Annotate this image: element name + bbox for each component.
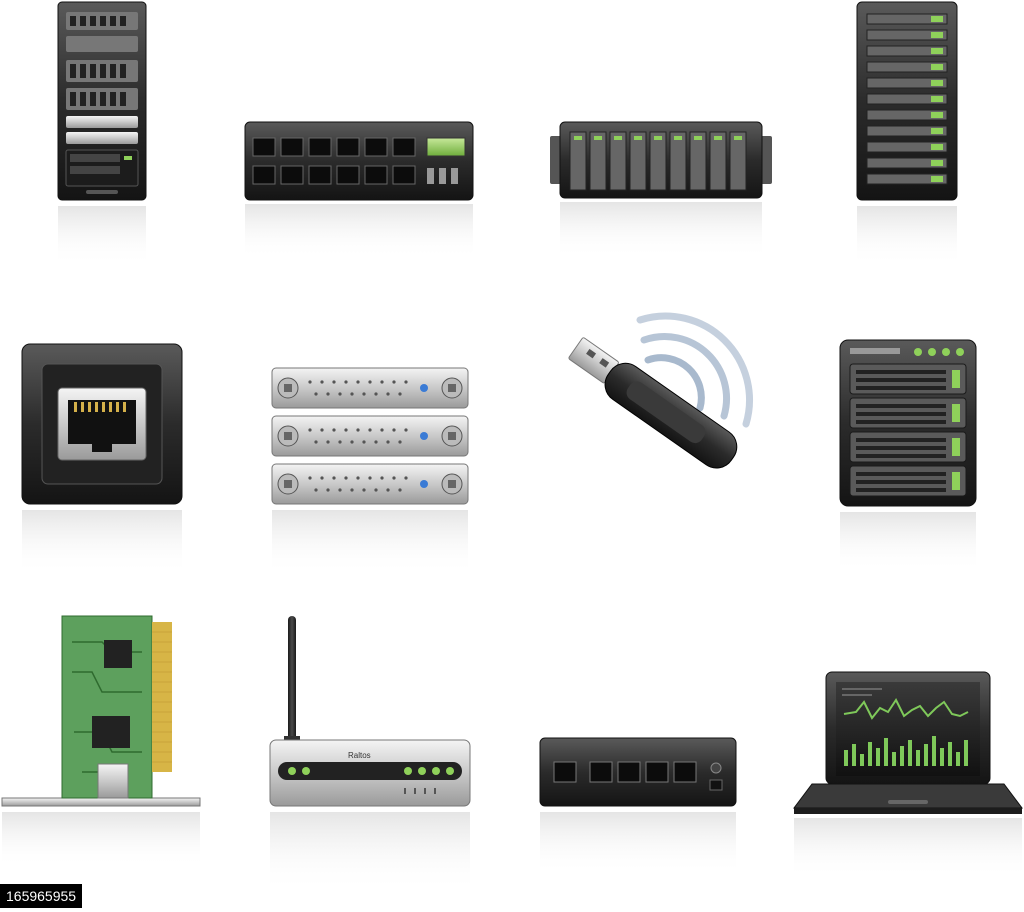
tower-server-icon bbox=[56, 1, 148, 272]
ethernet-wall-jack-icon bbox=[20, 343, 184, 576]
router-brand-label: Raltos bbox=[348, 751, 371, 760]
nas-storage-icon bbox=[838, 339, 978, 576]
ethernet-hub-icon bbox=[538, 737, 738, 878]
laptop-monitoring-icon bbox=[792, 671, 1024, 882]
network-switch-icon bbox=[243, 121, 475, 262]
rack-cabinet-server-icon bbox=[855, 1, 959, 272]
rack-storage-array-icon bbox=[550, 121, 772, 262]
wireless-usb-adapter-icon bbox=[540, 312, 760, 512]
wireless-router-icon: Raltos bbox=[268, 616, 472, 896]
image-id-label: 165965955 bbox=[0, 884, 83, 908]
stacked-rack-servers-icon bbox=[270, 367, 470, 578]
network-interface-card-icon bbox=[1, 612, 202, 872]
